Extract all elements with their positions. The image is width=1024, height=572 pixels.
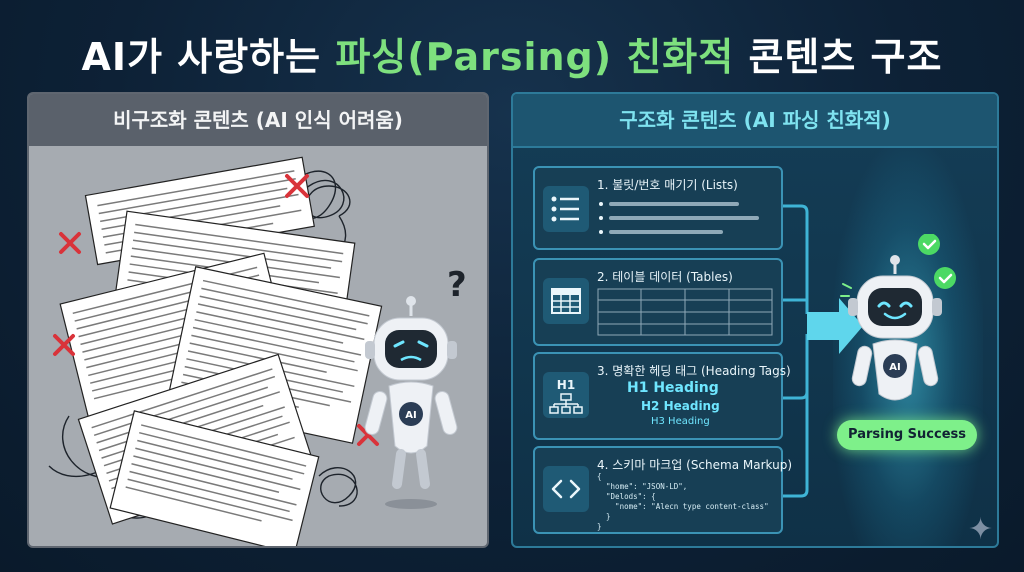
unstructured-panel: 비구조화 콘텐츠 (AI 인식 어려움) [27,92,489,548]
card-lists-title: 1. 불릿/번호 매기기 (Lists) [597,178,738,192]
schema-code-sample: { "home": "JSON-LD", "Delods": { "nome":… [597,472,769,531]
robot-chest-label: AI [405,410,416,421]
happy-robot-chest-label: AI [889,362,900,373]
structured-heading: 구조화 콘텐츠 (AI 파싱 친화적) [513,94,997,148]
table-icon [543,278,589,324]
messy-documents-illustration: AI ? [48,156,467,546]
h2-sample: H2 Heading [641,399,720,413]
h1-icon-label: H1 [557,378,575,392]
hierarchy-icon: H1 [543,372,589,418]
bullet-lines [599,202,759,234]
title-highlight: 파싱(Parsing) 친화적 [335,35,735,79]
sparkle-icon: ✦ [968,512,994,547]
happy-robot-icon: AI [840,234,956,401]
confused-robot-icon: AI [364,296,458,509]
structured-panel: 구조화 콘텐츠 (AI 파싱 친화적) 1. 불릿/번호 매기기 (Lists) [511,92,999,548]
page-title: AI가 사랑하는 파싱(Parsing) 친화적 콘텐츠 구조 [0,26,1024,81]
red-cross-icons [53,174,379,446]
unstructured-heading: 비구조화 콘텐츠 (AI 인식 어려움) [29,94,487,146]
code-icon [543,466,589,512]
table-grid [597,288,773,336]
card-tables: 2. 테이블 데이터 (Tables) [533,258,783,346]
card-schema-title: 4. 스키마 마크업 (Schema Markup) [597,458,793,472]
card-tables-title: 2. 테이블 데이터 (Tables) [597,270,733,284]
title-prefix: AI가 사랑하는 [81,35,322,79]
list-icon [543,186,589,232]
parsing-success-badge: Parsing Success [837,420,977,450]
h3-sample: H3 Heading [651,416,710,427]
check-icons [918,234,956,289]
card-headings: H1 3. 명확한 헤딩 태그 (Heading Tags) H1 Headin… [533,352,791,440]
card-headings-title: 3. 명확한 헤딩 태그 (Heading Tags) [597,364,791,378]
document-stack [59,156,383,546]
h1-sample: H1 Heading [627,380,719,396]
card-lists: 1. 불릿/번호 매기기 (Lists) [533,166,783,250]
title-suffix: 콘텐츠 구조 [748,35,943,79]
question-mark: ? [447,265,467,305]
card-schema: 4. 스키마 마크업 (Schema Markup) { "home": "JS… [533,446,792,534]
